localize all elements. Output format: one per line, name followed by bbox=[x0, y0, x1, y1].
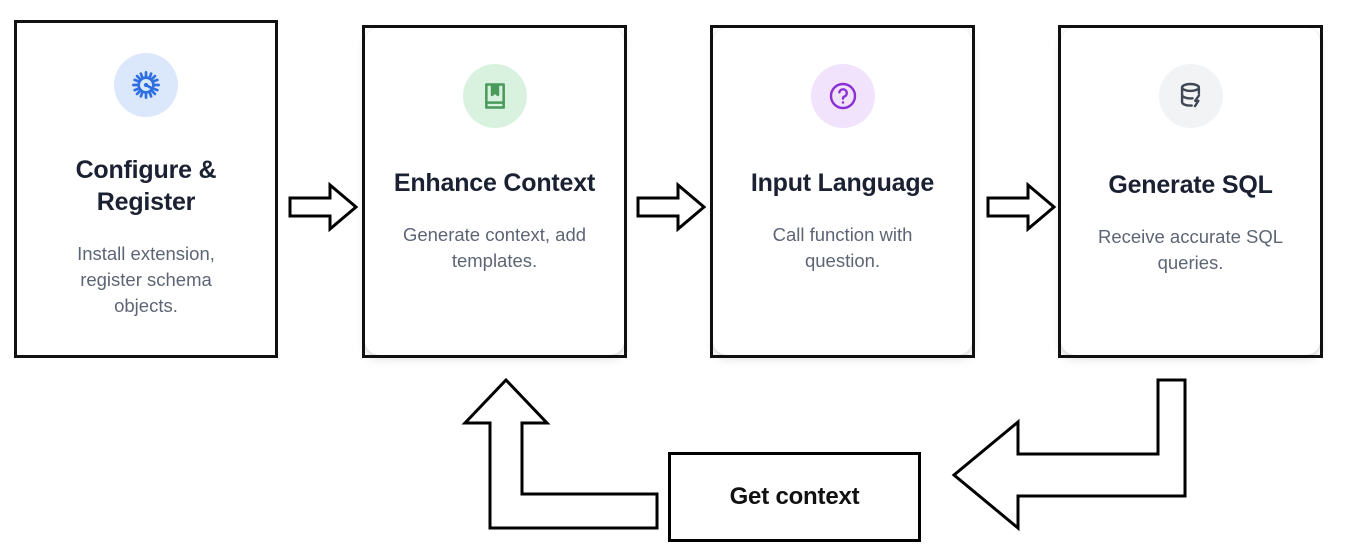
step-title: Enhance Context bbox=[393, 169, 596, 197]
step-card-body: Generate SQL Receive accurate SQL querie… bbox=[1061, 28, 1320, 355]
gear-icon-badge bbox=[114, 53, 178, 117]
step-card-configure-register[interactable]: Configure & Register Install extension, … bbox=[14, 20, 278, 358]
book-bookmark-icon-badge bbox=[462, 64, 527, 128]
database-lightning-icon bbox=[1175, 80, 1207, 112]
feedback-arrow-to-enhance-context bbox=[452, 376, 662, 536]
get-context-label: Get context bbox=[729, 483, 860, 510]
step-card-body: Enhance Context Generate context, add te… bbox=[365, 28, 624, 355]
step-title: Configure & Register bbox=[75, 156, 217, 216]
step-description: Call function with question. bbox=[772, 223, 913, 272]
step-card-generate-sql[interactable]: Generate SQL Receive accurate SQL querie… bbox=[1058, 25, 1323, 358]
step-description: Receive accurate SQL queries. bbox=[1097, 225, 1284, 274]
gear-icon bbox=[129, 68, 163, 102]
arrow-step1-to-step2 bbox=[288, 181, 359, 233]
step-card-input-language[interactable]: Input Language Call function with questi… bbox=[710, 25, 975, 358]
step-title: Input Language bbox=[750, 169, 935, 197]
step-card-body: Configure & Register Install extension, … bbox=[17, 23, 275, 355]
step-card-body: Input Language Call function with questi… bbox=[713, 28, 972, 355]
question-circle-icon bbox=[827, 80, 859, 112]
step-title: Generate SQL bbox=[1108, 171, 1273, 199]
arrow-step3-to-step4 bbox=[986, 181, 1057, 233]
book-bookmark-icon bbox=[479, 80, 511, 112]
feedback-arrow-from-generate-sql bbox=[940, 376, 1190, 536]
get-context-box[interactable]: Get context bbox=[668, 452, 921, 542]
step-description: Install extension, register schema objec… bbox=[77, 242, 215, 317]
question-circle-icon-badge bbox=[810, 64, 875, 128]
step-description: Generate context, add templates. bbox=[402, 223, 587, 272]
database-lightning-icon-badge bbox=[1158, 64, 1223, 128]
step-card-enhance-context[interactable]: Enhance Context Generate context, add te… bbox=[362, 25, 627, 358]
arrow-step2-to-step3 bbox=[636, 181, 707, 233]
